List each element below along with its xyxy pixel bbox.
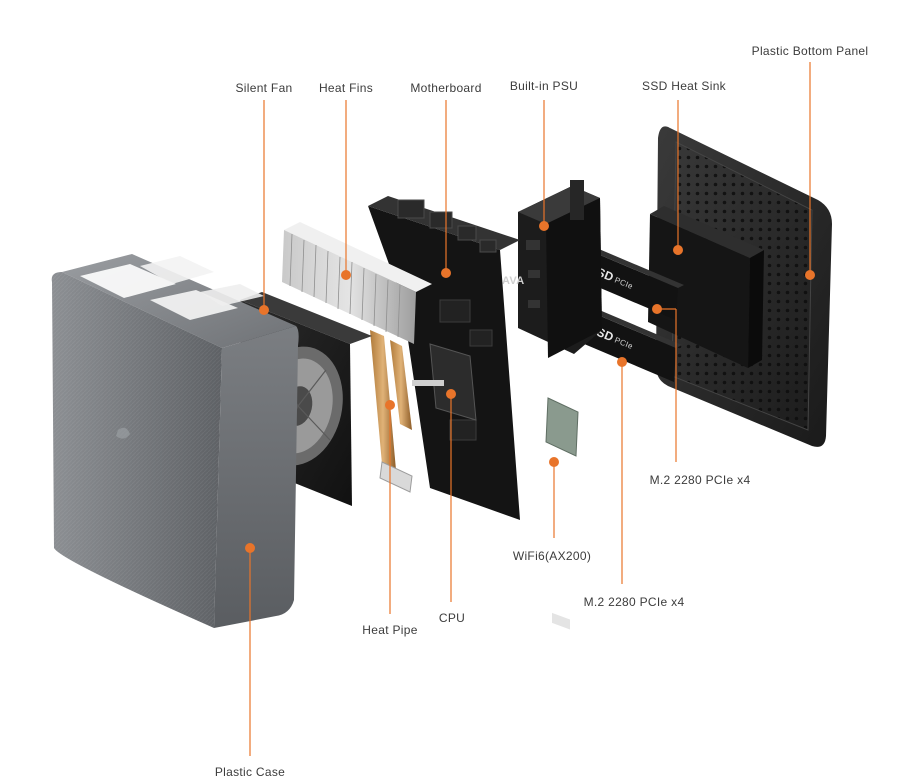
callout-heat-pipe bbox=[385, 400, 395, 614]
callout-m2-upper bbox=[652, 304, 677, 462]
label-m2-lower: M.2 2280 PCIe x4 bbox=[584, 595, 685, 609]
callout-dot bbox=[245, 543, 255, 553]
label-wifi: WiFi6(AX200) bbox=[513, 549, 591, 563]
label-heat-fins: Heat Fins bbox=[319, 81, 373, 95]
callout-wifi bbox=[549, 457, 559, 538]
callout-dot bbox=[805, 270, 815, 280]
plastic-bottom-panel bbox=[656, 126, 832, 447]
callout-dot bbox=[341, 270, 351, 280]
callout-heat-fins bbox=[341, 100, 351, 280]
board-mark: AVA bbox=[502, 275, 525, 287]
callout-dot bbox=[446, 389, 456, 399]
heat-fins bbox=[282, 222, 432, 344]
label-plastic-bottom-panel: Plastic Bottom Panel bbox=[752, 44, 869, 58]
label-cpu: CPU bbox=[439, 611, 465, 625]
wifi-card bbox=[545, 397, 579, 630]
label-builtin-psu: Built-in PSU bbox=[510, 79, 578, 93]
callout-cpu bbox=[446, 389, 456, 602]
plastic-case bbox=[51, 254, 299, 628]
callout-dot bbox=[673, 245, 683, 255]
label-plastic-case: Plastic Case bbox=[215, 765, 285, 779]
callout-motherboard bbox=[441, 100, 451, 278]
label-silent-fan: Silent Fan bbox=[235, 81, 292, 95]
callout-builtin-psu bbox=[539, 100, 549, 231]
callout-plastic-bottom-panel bbox=[805, 62, 815, 280]
callout-m2-lower bbox=[617, 357, 627, 584]
callout-dot bbox=[441, 268, 451, 278]
heat-pipe bbox=[370, 330, 413, 493]
label-m2-upper: M.2 2280 PCIe x4 bbox=[650, 473, 751, 487]
label-motherboard: Motherboard bbox=[410, 81, 481, 95]
builtin-psu bbox=[518, 180, 602, 358]
callout-dot bbox=[385, 400, 395, 410]
label-ssd-heat-sink: SSD Heat Sink bbox=[642, 79, 727, 93]
callout-dot bbox=[549, 457, 559, 467]
callout-dot bbox=[617, 357, 627, 367]
callout-plastic-case bbox=[245, 543, 255, 756]
callout-dot bbox=[259, 305, 269, 315]
label-heat-pipe: Heat Pipe bbox=[362, 623, 417, 637]
callout-ssd-heat-sink bbox=[673, 100, 683, 255]
callout-dot bbox=[652, 304, 662, 314]
callout-silent-fan bbox=[259, 100, 269, 315]
callout-dot bbox=[539, 221, 549, 231]
